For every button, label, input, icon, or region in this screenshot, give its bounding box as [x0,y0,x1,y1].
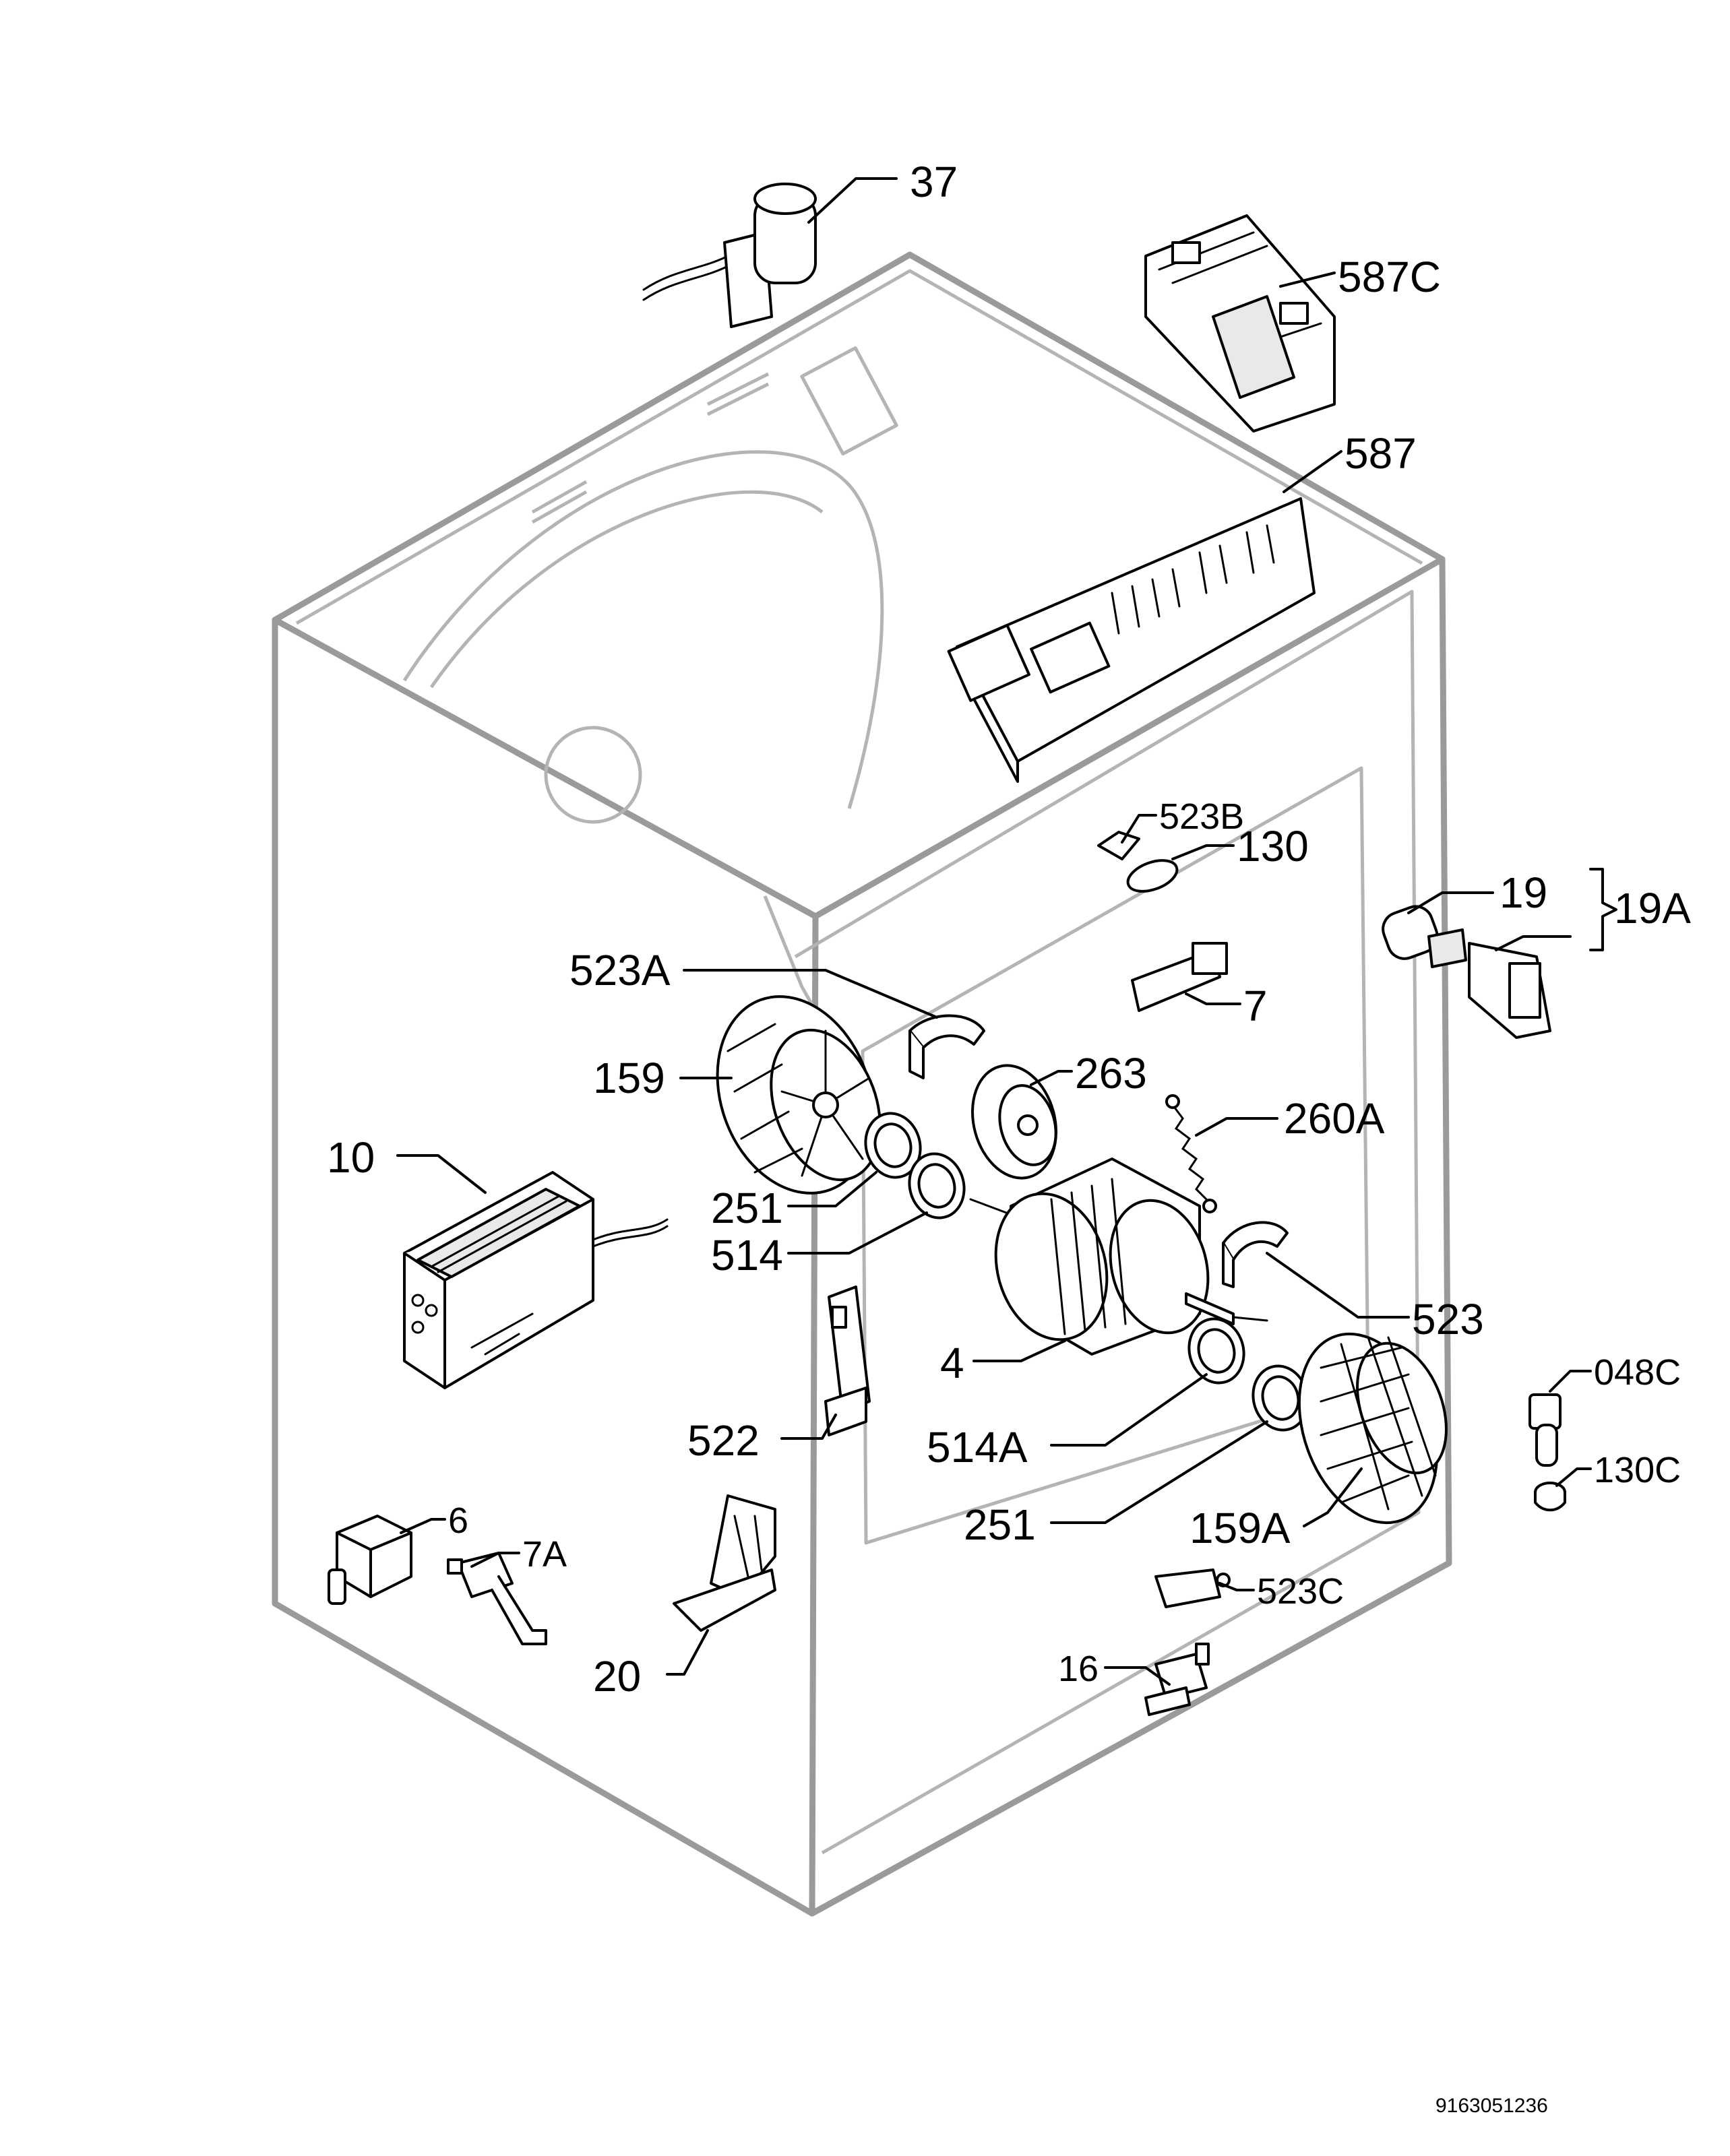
label-523A: 523A [569,946,671,994]
label-19: 19 [1500,868,1547,917]
label-7: 7 [1243,982,1268,1030]
part-048C-connector [1528,1393,1562,1467]
label-251-lower: 251 [964,1500,1036,1549]
part-159-drum-wheel [716,995,882,1195]
label-587: 587 [1345,429,1417,478]
label-130: 130 [1237,822,1309,870]
label-19A: 19A [1614,884,1691,932]
part-19-sensor [1382,905,1467,968]
label-6: 6 [448,1500,468,1541]
label-16: 16 [1058,1649,1099,1689]
part-16-thermostat [1144,1643,1210,1716]
label-7A: 7A [522,1534,567,1575]
label-251-upper: 251 [711,1184,783,1232]
part-514A-bushing-lower [1187,1317,1245,1385]
part-523-bracket [1222,1221,1289,1288]
part-20-lever [673,1494,776,1632]
label-514: 514 [711,1231,783,1279]
label-10: 10 [327,1133,375,1182]
part-130-clip [1126,859,1179,893]
part-523C-bracket [1154,1568,1231,1608]
part-587C-module-housing [1144,214,1336,433]
part-522-door-lock [824,1286,871,1436]
label-37: 37 [910,158,958,206]
part-130C-cap [1534,1482,1566,1512]
label-587C: 587C [1338,253,1441,301]
label-523C: 523C [1257,1571,1344,1612]
label-523: 523 [1412,1295,1484,1343]
label-522: 522 [687,1416,760,1465]
part-10-heater-box [403,1171,669,1389]
label-523B: 523B [1159,796,1244,837]
part-523B-bracket [1097,831,1140,860]
leader-lines [396,177,1617,1686]
document-number: 9163051236 [1435,2095,1548,2117]
part-587-control-board [947,497,1316,783]
label-263: 263 [1075,1049,1147,1098]
part-6-valve [328,1515,412,1605]
part-159A-fan-wheel [1297,1332,1448,1525]
part-4-motor [969,1158,1268,1356]
label-20: 20 [593,1652,641,1701]
label-260A: 260A [1284,1094,1385,1143]
label-4: 4 [940,1339,964,1387]
part-19A-sensor-housing [1468,942,1551,1039]
part-7A-micro-switch [447,1552,547,1645]
part-labels: 37 587C 587 523B 130 19 19A 523A 7 159 2… [327,158,1691,2117]
part-514-bushing-upper [908,1152,966,1219]
label-159: 159 [593,1054,665,1102]
label-048C: 048C [1594,1352,1681,1393]
part-523A-bracket [908,1014,985,1079]
part-37-capacitor [642,183,817,328]
part-263-pulley [971,1064,1057,1180]
part-251-bearing-upper [864,1112,922,1179]
part-7-door-switch [1131,942,1228,1012]
label-514A: 514A [927,1423,1028,1471]
part-260A-spring [1165,1094,1217,1213]
label-159A: 159A [1190,1504,1291,1552]
label-130C: 130C [1594,1450,1681,1490]
